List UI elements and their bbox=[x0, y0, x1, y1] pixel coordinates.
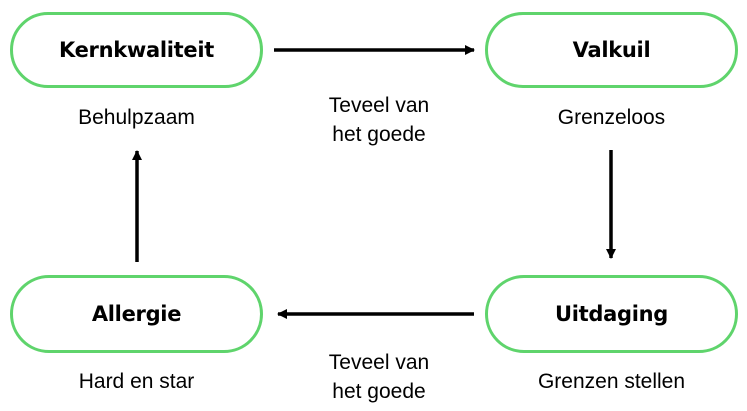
caption-kernkwaliteit: Behulpzaam bbox=[78, 106, 195, 129]
node-valkuil-label: Valkuil bbox=[572, 38, 651, 62]
caption-uitdaging: Grenzen stellen bbox=[537, 370, 686, 393]
node-allergie: Allergie bbox=[10, 275, 263, 353]
node-uitdaging: Uitdaging bbox=[485, 275, 738, 353]
edge-label-bottom-line1: Teveel van bbox=[328, 351, 430, 374]
node-kernkwaliteit-label: Kernkwaliteit bbox=[58, 38, 214, 62]
edge-label-top: Teveel van het goede bbox=[299, 91, 459, 149]
edge-label-bottom-line2: het goede bbox=[332, 380, 426, 403]
caption-allergie: Hard en star bbox=[78, 370, 195, 393]
caption-valkuil: Grenzeloos bbox=[557, 106, 666, 129]
node-allergie-label: Allergie bbox=[91, 302, 182, 326]
node-kernkwaliteit: Kernkwaliteit bbox=[10, 12, 263, 88]
node-uitdaging-label: Uitdaging bbox=[554, 302, 668, 326]
edge-label-bottom: Teveel van het goede bbox=[299, 348, 459, 406]
edge-label-top-line2: het goede bbox=[332, 123, 426, 146]
node-valkuil: Valkuil bbox=[485, 12, 738, 88]
edge-label-top-line1: Teveel van bbox=[328, 94, 430, 117]
